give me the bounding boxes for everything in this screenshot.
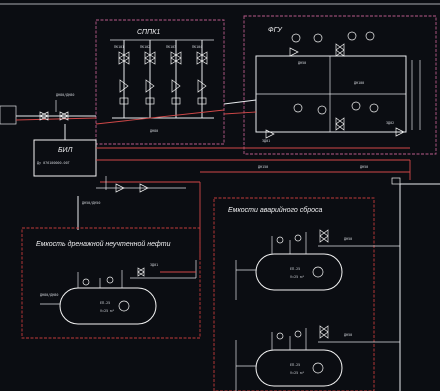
tag-label: ЗД01 — [262, 139, 270, 143]
tank-b-name: ЕП-25 — [290, 267, 300, 271]
gauge-icon[interactable] — [294, 330, 302, 338]
tag-label: ДН50 — [298, 61, 306, 65]
emergency-tank-upper[interactable] — [255, 253, 343, 291]
inlet-line: ДН80/ДН80 — [0, 93, 257, 125]
tag-label: ПК101 — [114, 45, 124, 49]
gauge-icon[interactable] — [347, 31, 357, 41]
tank-a-volume: V=25 м³ — [100, 309, 114, 313]
drain-tank-label: Емкость дренажной неучтенной нефти — [36, 240, 171, 248]
valve-icon[interactable] — [59, 111, 69, 121]
safety-valve-icon[interactable] — [196, 51, 208, 65]
bil-unit[interactable] — [33, 139, 97, 177]
gauge-icon[interactable] — [82, 278, 90, 286]
tag-label: ДН50 — [344, 333, 352, 337]
valve-icon[interactable] — [395, 127, 405, 137]
tag-label: ПК102 — [140, 45, 150, 49]
sppk-label: СППК1 — [137, 29, 160, 36]
valve-icon[interactable] — [119, 97, 129, 105]
tag-label: ДН150 — [258, 165, 268, 169]
gauge-icon[interactable] — [313, 33, 323, 43]
tag-label: ДН50 — [344, 237, 352, 241]
valve-icon[interactable] — [171, 97, 181, 105]
sppk-column-4: ПК104 — [192, 40, 208, 118]
emergency-tank-lower[interactable] — [255, 349, 343, 387]
sppk-valve-columns: ПК101 ПК102 ПК103 ПК104 ДН80 — [95, 39, 225, 133]
drain-tank-assembly: ЕП-25 V=25 м³ ДН80/ДН80 ЗД01 — [40, 260, 197, 325]
sppk-boundary — [95, 19, 225, 145]
tag-label: ДН80 — [150, 129, 158, 133]
gauge-icon[interactable] — [351, 101, 361, 111]
tank-b-volume: V=25 м³ — [290, 275, 304, 279]
tank-c-volume: V=25 м³ — [290, 371, 304, 375]
fgu-boundary — [243, 15, 437, 155]
valve-icon[interactable] — [145, 97, 155, 105]
valve-icon[interactable] — [39, 111, 49, 121]
valve-icon[interactable] — [391, 177, 401, 185]
sppk-column-3: ПК103 — [166, 40, 182, 118]
gauge-icon[interactable] — [365, 31, 375, 41]
control-valve-icon[interactable] — [335, 43, 345, 57]
safety-valve-icon[interactable] — [118, 51, 130, 65]
control-valve-icon[interactable] — [319, 229, 329, 243]
tag-label: ПК103 — [166, 45, 176, 49]
valve-icon[interactable] — [289, 47, 299, 57]
bil-label: БИЛ — [58, 147, 73, 154]
gauge-icon[interactable] — [106, 276, 114, 284]
emergency-tanks-boundary — [213, 197, 375, 391]
gauge-icon[interactable] — [276, 332, 284, 340]
valve-icon[interactable] — [171, 79, 181, 93]
emergency-tank-1: ЕП-25 V=25 м³ ДН50 — [235, 229, 400, 300]
red-lines: ДН50/ДН50 ДН150 ДН50 — [77, 147, 440, 391]
sppk-column-1: ПК101 — [114, 40, 130, 118]
control-valve-icon[interactable] — [335, 117, 345, 131]
sppk-column-2: ПК102 — [140, 40, 156, 118]
pump-icon[interactable] — [312, 266, 324, 278]
gauge-icon[interactable] — [293, 103, 303, 113]
pump-icon[interactable] — [312, 362, 324, 374]
tag-label: ПК104 — [192, 45, 202, 49]
tag-label: ДН100 — [354, 81, 364, 85]
emergency-tank-2: ЕП-25 V=25 м³ ДН50 — [235, 325, 400, 391]
valve-icon[interactable] — [197, 79, 207, 93]
tank-a-name: ЕП-25 — [100, 301, 110, 305]
safety-valve-icon[interactable] — [144, 51, 156, 65]
control-valve-icon[interactable] — [137, 267, 145, 277]
tag-label: ДН50 — [360, 165, 368, 169]
drain-tank[interactable] — [59, 287, 157, 325]
control-valve-icon[interactable] — [319, 325, 329, 339]
pump-icon[interactable] — [118, 300, 130, 312]
tag-label: ДН80/ДН80 — [40, 293, 58, 297]
tag-label: ЗД02 — [386, 121, 394, 125]
tag-label: ЗД01 — [150, 263, 158, 267]
tank-c-name: ЕП-25 — [290, 363, 300, 367]
emergency-tanks-label: Емкости аварийного сброса — [228, 206, 322, 214]
gauge-icon[interactable] — [276, 236, 284, 244]
safety-valve-icon[interactable] — [170, 51, 182, 65]
tag-label: ДН50/ДН50 — [82, 201, 100, 205]
fgu-label: ФГУ — [268, 27, 283, 34]
inlet-stub — [0, 105, 17, 125]
valve-icon[interactable] — [197, 97, 207, 105]
valve-icon[interactable] — [139, 183, 149, 193]
valve-icon[interactable] — [119, 79, 129, 93]
valve-icon[interactable] — [265, 129, 275, 139]
gauge-icon[interactable] — [291, 33, 301, 43]
gauge-icon[interactable] — [369, 103, 379, 113]
fgu-internals: ЗД01 ЗД02 ДН50 ДН100 — [255, 31, 421, 143]
valve-icon[interactable] — [145, 79, 155, 93]
gauge-icon[interactable] — [317, 105, 327, 115]
bil-code: Ду 076100000.00Т — [37, 161, 70, 165]
gauge-icon[interactable] — [294, 234, 302, 242]
tag-label: ДН80/ДН80 — [56, 93, 74, 97]
valve-icon[interactable] — [115, 183, 125, 193]
